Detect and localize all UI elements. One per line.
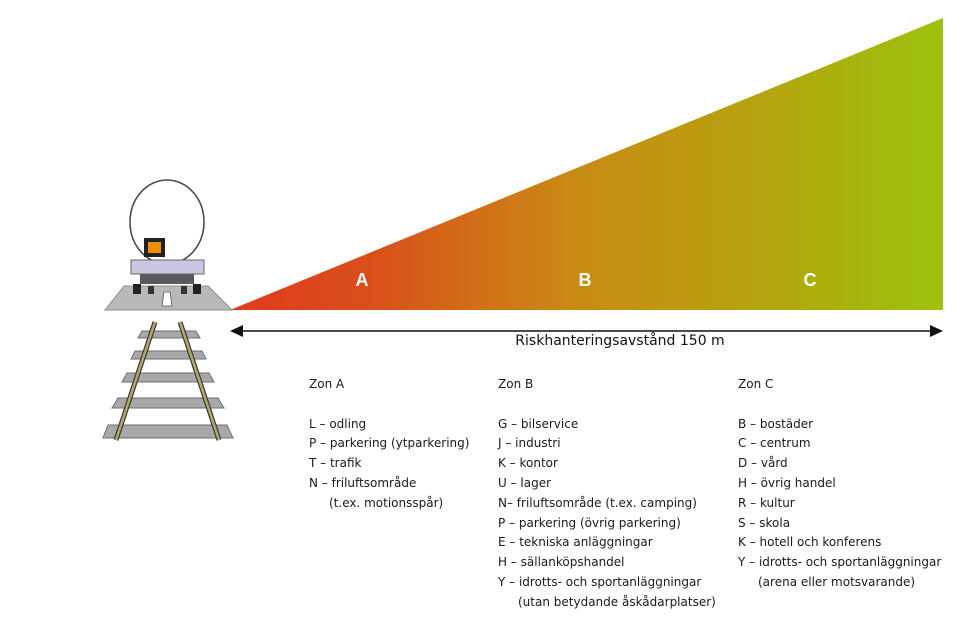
zone-b-item: N– friluftsområde (t.ex. camping) — [498, 495, 697, 510]
zone-c-item: (arena eller motsvarande) — [758, 574, 916, 589]
zone-b-item: U – lager — [498, 475, 552, 490]
zone-a-item: N – friluftsområde — [309, 475, 417, 490]
distance-label: Riskhanteringsavstånd 150 m — [515, 333, 725, 349]
zone-b-column: Zon B G – bilservice J – industri K – konto… — [498, 375, 716, 613]
zone-c-item: D – vård — [738, 456, 788, 471]
risk-gradient-triangle — [230, 18, 943, 310]
zone-letter-b: B — [579, 270, 592, 290]
zone-b-item: J – industri — [498, 436, 561, 451]
zone-a-item: T – trafik — [309, 456, 362, 471]
zone-letter-a: A — [356, 270, 369, 290]
zone-b-item: (utan betydande åskådarplatser) — [518, 594, 716, 609]
zone-c-item: K – hotell och konferens — [738, 535, 882, 550]
zone-c-item: S – skola — [738, 515, 791, 530]
zone-a-item: P – parkering (ytparkering) — [309, 436, 470, 451]
zone-c-column: Zon C B – bostäder C – centrum D – vård H – … — [738, 375, 941, 593]
zone-b-item: Y – idrotts- och sportanläggningar — [498, 574, 702, 589]
zone-a-title: Zon A — [309, 377, 345, 391]
zone-c-item: Y – idrotts- och sportanläggningar — [738, 555, 942, 570]
railway-track-icon — [102, 321, 234, 441]
zone-b-item: K – kontor — [498, 456, 558, 471]
zone-c-item: R – kultur — [738, 495, 795, 510]
zone-a-item: L – odling — [309, 416, 367, 431]
tanker-wagon-icon — [129, 179, 205, 307]
zone-letter-c: C — [804, 270, 817, 290]
zone-c-item: C – centrum — [738, 436, 811, 451]
distance-arrow — [230, 325, 943, 337]
zone-b-item: E – tekniska anläggningar — [498, 535, 653, 550]
zone-b-title: Zon B — [498, 377, 534, 391]
zone-c-title: Zon C — [738, 377, 774, 391]
zone-a-item: (t.ex. motionsspår) — [329, 495, 444, 510]
zone-b-item: P – parkering (övrig parkering) — [498, 515, 681, 530]
zone-c-item: H – övrig handel — [738, 475, 836, 490]
zone-b-item: G – bilservice — [498, 416, 579, 431]
zone-b-item: H – sällanköpshandel — [498, 555, 625, 570]
zone-a-column: Zon A L – odling P – parkering (ytparkerin… — [309, 375, 469, 514]
zone-c-item: B – bostäder — [738, 416, 814, 431]
